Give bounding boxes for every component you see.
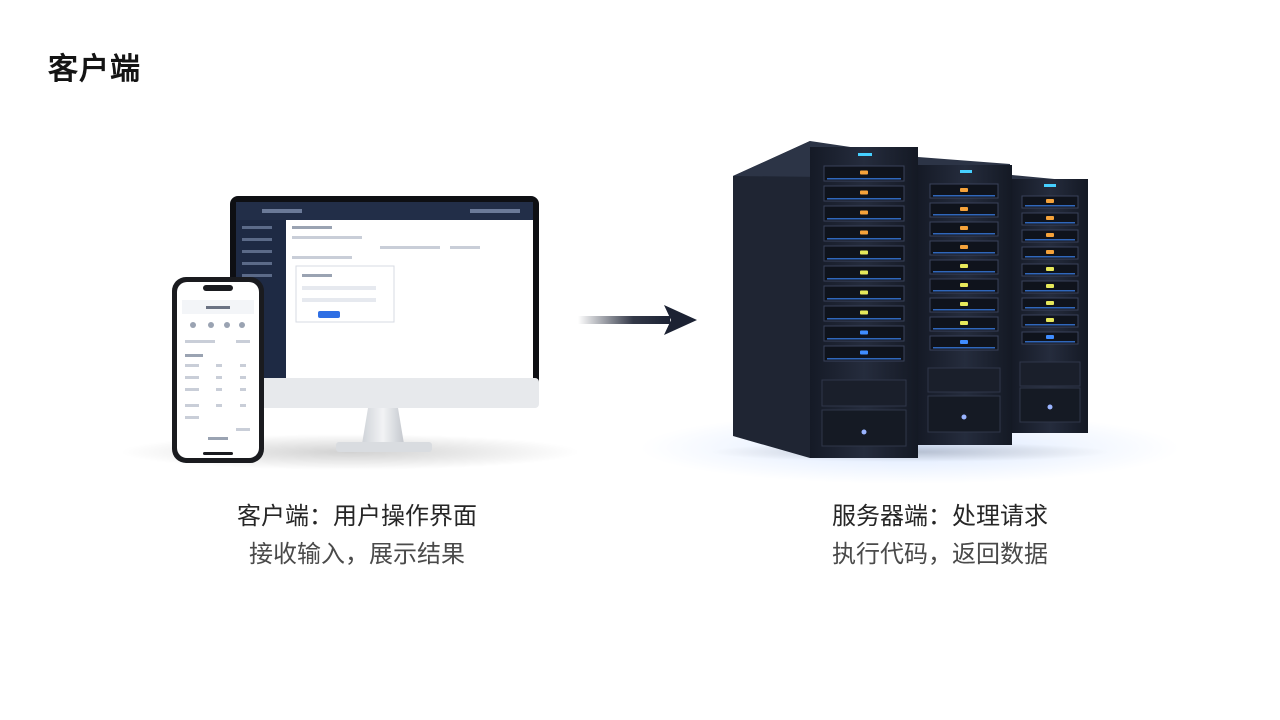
server-unit-strip xyxy=(933,252,995,254)
server-unit-strip xyxy=(933,290,995,292)
server-led xyxy=(1046,267,1054,271)
server-led xyxy=(860,170,868,175)
server-led xyxy=(960,245,968,249)
server-unit-strip xyxy=(1025,324,1075,326)
server-unit-strip xyxy=(827,298,901,300)
server-led xyxy=(1046,318,1054,322)
server-led xyxy=(960,340,968,344)
server-led xyxy=(860,290,868,295)
client-description: 接收输入，展示结果 xyxy=(249,540,465,568)
server-unit-strip xyxy=(933,271,995,273)
server-led xyxy=(860,230,868,235)
server-unit-strip xyxy=(1025,273,1075,275)
server-led xyxy=(860,190,868,195)
server-unit-strip xyxy=(827,198,901,200)
server-led xyxy=(1046,250,1054,254)
phone-icon xyxy=(172,277,264,463)
server-led xyxy=(1046,301,1054,305)
server-unit-strip xyxy=(827,218,901,220)
server-unit-strip xyxy=(1025,341,1075,343)
server-rack-3 xyxy=(1012,175,1088,433)
page-title: 客户端 xyxy=(48,52,141,87)
server-led xyxy=(860,210,868,215)
server-rack-icon xyxy=(640,141,1180,484)
client-label: 客户端：用户操作界面 xyxy=(237,502,477,530)
server-label: 服务器端：处理请求 xyxy=(832,502,1048,530)
server-unit-strip xyxy=(827,258,901,260)
server-unit-strip xyxy=(933,214,995,216)
server-unit-strip xyxy=(827,178,901,180)
server-unit-strip xyxy=(827,318,901,320)
server-unit-strip xyxy=(933,328,995,330)
server-led xyxy=(860,330,868,335)
client-caption: 客户端：用户操作界面 接收输入，展示结果 xyxy=(197,498,517,574)
server-unit-strip xyxy=(933,347,995,349)
server-unit-strip xyxy=(827,358,901,360)
server-led xyxy=(1046,284,1054,288)
server-unit-strip xyxy=(827,338,901,340)
server-unit-strip xyxy=(933,233,995,235)
arrow-right-icon xyxy=(578,305,697,335)
server-led xyxy=(960,283,968,287)
server-rack-1 xyxy=(810,147,918,458)
desktop-and-phone-icon xyxy=(120,196,580,470)
server-led xyxy=(860,310,868,315)
server-led xyxy=(960,188,968,192)
server-description: 执行代码，返回数据 xyxy=(832,540,1048,568)
server-unit-strip xyxy=(1025,205,1075,207)
server-unit-strip xyxy=(1025,222,1075,224)
server-unit-strip xyxy=(1025,239,1075,241)
server-rack-2 xyxy=(918,157,1012,445)
server-unit-strip xyxy=(933,309,995,311)
monitor-icon xyxy=(230,196,539,452)
server-led xyxy=(860,250,868,255)
server-unit-strip xyxy=(1025,256,1075,258)
server-unit-strip xyxy=(827,278,901,280)
server-unit-strip xyxy=(933,195,995,197)
server-led xyxy=(1046,216,1054,220)
server-led xyxy=(1046,199,1054,203)
server-led xyxy=(960,321,968,325)
server-led xyxy=(960,302,968,306)
server-unit-strip xyxy=(827,238,901,240)
server-led xyxy=(960,207,968,211)
server-led xyxy=(1046,335,1054,339)
server-led xyxy=(860,350,868,355)
server-caption: 服务器端：处理请求 执行代码，返回数据 xyxy=(780,498,1100,574)
server-led xyxy=(960,226,968,230)
server-led xyxy=(1046,233,1054,237)
server-unit-strip xyxy=(1025,307,1075,309)
server-led xyxy=(860,270,868,275)
server-unit-strip xyxy=(1025,290,1075,292)
server-led xyxy=(960,264,968,268)
